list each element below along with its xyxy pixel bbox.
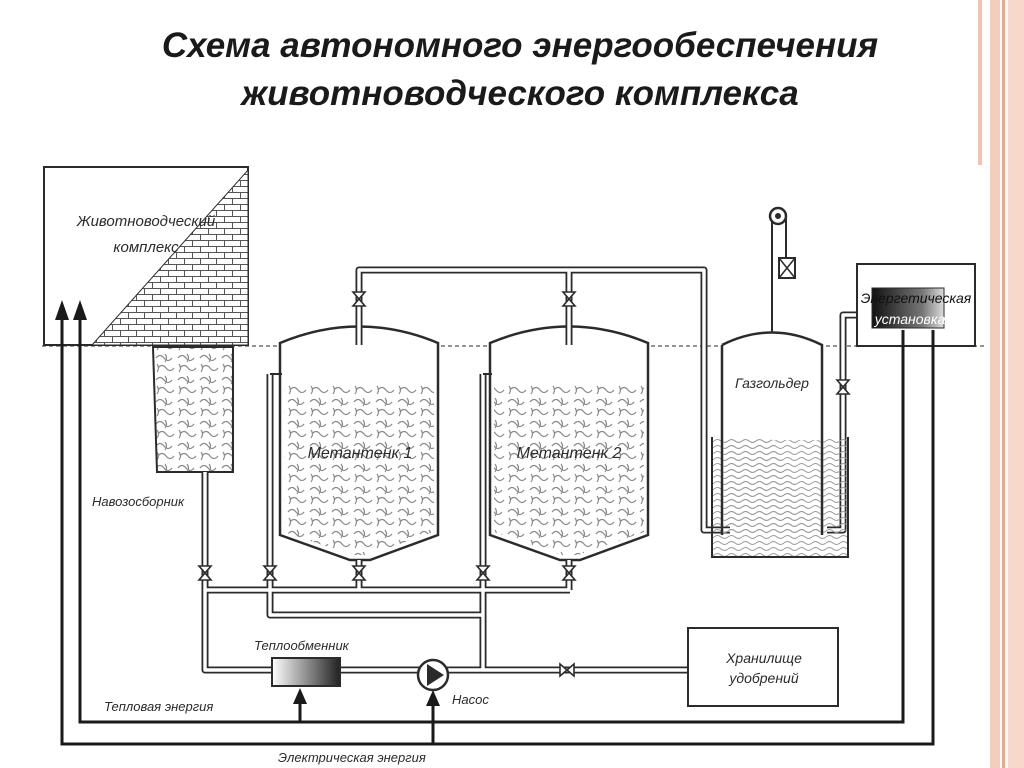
slide-frame-decoration [978,0,1024,768]
methane-tank-1-label: Метантенк 1 [308,445,413,462]
gasholder-label: Газгольдер [735,375,809,391]
electric-energy-label: Электрическая энергия [278,750,426,765]
heat-exchanger-label: Теплообменник [254,638,350,653]
fertilizer-storage-label-1: Хранилище [725,650,802,666]
power-unit-label-2: установка [874,311,946,327]
manure-collector [151,346,234,473]
pump [416,658,450,692]
methane-tank-2-label: Метантенк 2 [517,445,622,462]
heat-energy-line [78,318,905,724]
energy-arrows [55,300,440,706]
manure-collector-label: Навозосборник [92,494,185,509]
methane-tank-2 [488,325,650,562]
methane-tank-1 [278,325,440,562]
livestock-complex-label-2: комплекс [113,239,179,256]
pump-label: Насос [452,692,489,707]
gasholder [711,206,849,558]
livestock-complex-label-1: Животноводческий [76,213,216,230]
valves [197,291,851,678]
slide-title-line-2: животноводческого комплекса [241,74,799,113]
power-unit [856,263,976,347]
energy-lines [60,318,935,746]
fertilizer-storage-label-2: удобрений [728,670,798,686]
heat-energy-label: Тепловая энергия [104,699,213,714]
slide-title-line-1: Схема автономного энергообеспечения [161,26,879,65]
electric-energy-line [60,318,935,746]
fertilizer-storage [687,627,839,707]
power-unit-label-1: Энергетическая [861,290,972,306]
heat-exchanger [271,657,341,687]
slide-title: Схема автономного энергообеспечения живо… [60,22,980,118]
